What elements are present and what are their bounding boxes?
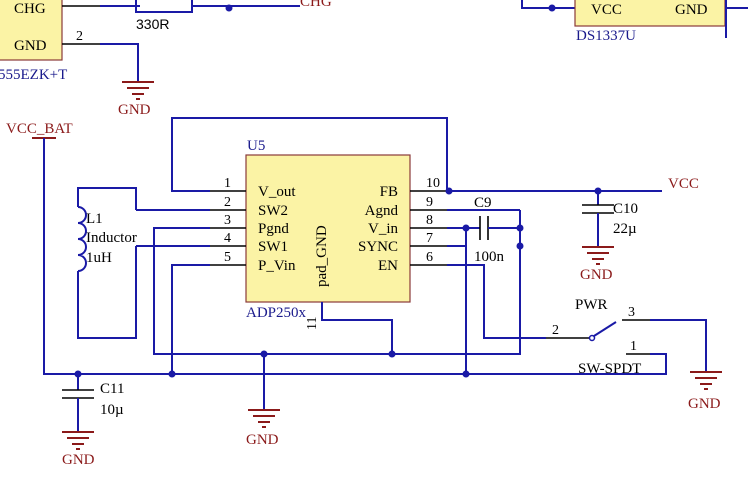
gnd-label-top: GND bbox=[118, 102, 151, 118]
resistor-330r-value: 330R bbox=[136, 16, 169, 32]
ic-ds1337-part: DS1337U bbox=[576, 28, 636, 44]
c10-value: 22µ bbox=[613, 221, 637, 237]
inductor-l1-designator: L1 bbox=[86, 211, 103, 227]
u5-pin10-num: 10 bbox=[426, 176, 440, 191]
u5-pin10-name: FB bbox=[380, 184, 398, 200]
c10-designator: C10 bbox=[613, 201, 638, 217]
wire-l1-bottom bbox=[77, 246, 137, 339]
switch-pin2-num: 2 bbox=[552, 323, 559, 338]
wire-switch-pin1 bbox=[466, 353, 667, 375]
junction-ds1337 bbox=[548, 4, 556, 12]
ic-555ezk-pin-gnd: GND bbox=[14, 38, 47, 54]
c9-designator: C9 bbox=[474, 195, 492, 211]
c11-designator: C11 bbox=[100, 381, 124, 397]
ic-ds1337-pin-vcc: VCC bbox=[591, 2, 622, 18]
ic-555ezk-pin2-num: 2 bbox=[76, 29, 83, 44]
c9-value: 100n bbox=[474, 249, 505, 265]
junction-pvin bbox=[168, 370, 176, 378]
u5-pin7-name: SYNC bbox=[358, 239, 398, 255]
inductor-l1-coil bbox=[77, 206, 87, 272]
ic-ds1337-body bbox=[574, 0, 726, 27]
u5-pin4-num: 4 bbox=[224, 231, 231, 246]
u5-pin2-name: SW2 bbox=[258, 203, 288, 219]
switch-lever bbox=[593, 321, 617, 337]
wire-gnd-top bbox=[100, 43, 139, 82]
junction-fb bbox=[445, 187, 453, 195]
wire-vcc-bat bbox=[43, 138, 172, 375]
junction-c9-agnd bbox=[516, 224, 524, 232]
u5-pin1-num: 1 bbox=[224, 176, 231, 191]
wire-ds1337-vcc bbox=[521, 0, 575, 9]
wire-l1-top bbox=[77, 187, 137, 210]
u5-pin8-name: V_in bbox=[368, 221, 399, 237]
junction-pad-gnd bbox=[388, 350, 396, 358]
wire-vout-fb bbox=[171, 117, 448, 192]
net-vcc: VCC bbox=[668, 176, 699, 192]
u5-pin6-name: EN bbox=[378, 258, 398, 274]
junction-chg bbox=[225, 4, 233, 12]
u5-part: ADP250x bbox=[246, 305, 307, 321]
switch-label: PWR bbox=[575, 297, 608, 313]
gnd-label-switch: GND bbox=[688, 396, 721, 412]
u5-pin5-name: P_Vin bbox=[258, 258, 296, 274]
u5-center-pin-num: 11 bbox=[305, 317, 320, 330]
switch-contact-common bbox=[588, 334, 596, 342]
gnd-symbol-c11 bbox=[62, 431, 94, 450]
junction-vin bbox=[462, 224, 470, 232]
u5-pin5-num: 5 bbox=[224, 250, 231, 265]
u5-center-pin: pad_GND bbox=[314, 225, 330, 287]
wire-pgnd bbox=[153, 210, 521, 355]
gnd-label-c10: GND bbox=[580, 267, 613, 283]
wire-en bbox=[447, 264, 546, 339]
u5-pin1-name: V_out bbox=[258, 184, 296, 200]
ic-555ezk-part: 555EZK+T bbox=[0, 67, 67, 83]
gnd-symbol-mid bbox=[248, 409, 280, 428]
u5-pin9-name: Agnd bbox=[365, 203, 399, 219]
u5-pin6-num: 6 bbox=[426, 250, 433, 265]
ic-555ezk-pin-chg: CHG bbox=[14, 1, 46, 17]
junction-agnd-gnd bbox=[516, 242, 524, 250]
inductor-l1-value: 1uH bbox=[86, 250, 112, 266]
switch-pin3-num: 3 bbox=[628, 305, 635, 320]
switch-pin1-num: 1 bbox=[630, 339, 637, 354]
switch-type: SW-SPDT bbox=[578, 361, 641, 377]
u5-pin9-num: 9 bbox=[426, 195, 433, 210]
gnd-symbol-switch bbox=[690, 371, 722, 390]
u5-pin8-num: 8 bbox=[426, 213, 433, 228]
net-vcc-bat: VCC_BAT bbox=[6, 121, 73, 137]
gnd-label-mid: GND bbox=[246, 432, 279, 448]
wire-pad-gnd bbox=[321, 302, 393, 354]
u5-pin3-name: Pgnd bbox=[258, 221, 289, 237]
net-label-chg: CHG bbox=[300, 0, 332, 10]
u5-pin2-num: 2 bbox=[224, 195, 231, 210]
ic-ds1337-pin-gnd: GND bbox=[675, 2, 708, 18]
wire-switch-gnd bbox=[650, 319, 707, 372]
gnd-symbol-c10 bbox=[582, 246, 614, 265]
u5-designator: U5 bbox=[247, 138, 265, 154]
gnd-label-c11: GND bbox=[62, 452, 95, 468]
u5-pin3-num: 3 bbox=[224, 213, 231, 228]
u5-pin7-num: 7 bbox=[426, 231, 433, 246]
u5-pin4-name: SW1 bbox=[258, 239, 288, 255]
resistor-330r-body bbox=[135, 0, 193, 13]
u5-body bbox=[245, 154, 411, 303]
gnd-symbol-top bbox=[122, 81, 154, 100]
c11-value: 10µ bbox=[100, 402, 124, 418]
ic-555ezk-body bbox=[0, 0, 63, 61]
inductor-l1-type: Inductor bbox=[86, 230, 137, 246]
